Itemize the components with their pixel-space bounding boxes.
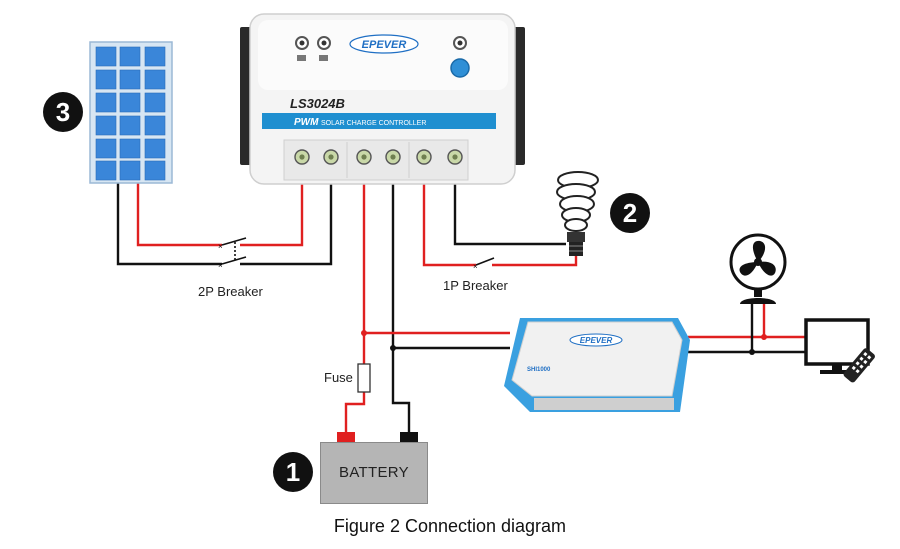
inverter-brand: EPEVER [580,336,613,345]
svg-text:×: × [473,262,478,271]
fuse-label: Fuse [324,370,353,385]
fuse-to-battery-wire [344,392,366,432]
bulb-icon [556,171,599,256]
marker-3: 3 [43,92,83,132]
figure-caption: Figure 2 Connection diagram [333,516,567,536]
inverter: EPEVER SHI1000 [504,318,690,412]
controller-band-prefix: PWM [294,117,319,128]
remote-icon [843,348,875,383]
battery: BATTERY [320,442,428,504]
terminal-screws [294,142,463,178]
breaker-1p: × [473,257,495,271]
marker-2: 2 [610,193,650,233]
pv-positive-wire [136,182,222,247]
battery-positive-terminal [337,432,355,442]
charge-controller: EPEVER LS3024B PWM SOLAR CHARGE CONTROLL… [240,13,525,185]
battery-negative-terminal [400,432,418,442]
solar-panel-icon [89,41,173,184]
breaker-1p-label: 1P Breaker [443,278,508,293]
monitor-icon [804,318,870,374]
controller-model: LS3024B [290,96,345,111]
inverter-model: SHI1000 [527,367,551,373]
battery-negative-wire [391,183,411,432]
controller-button [450,58,470,78]
load-negative-wire [453,183,566,246]
breaker-2p: × × [218,237,247,270]
breaker-to-controller-negative [240,183,333,266]
junction-dots [361,330,767,355]
controller-brand: EPEVER [362,39,407,51]
controller-band [262,113,496,129]
battery-label: BATTERY [339,464,409,481]
fuse-icon [357,363,371,393]
breaker-to-controller-positive [240,183,304,247]
load-positive-wire [422,183,476,267]
marker-1: 1 [273,452,313,492]
pv-negative-wire [116,182,222,266]
svg-text:×: × [218,261,223,270]
svg-text:×: × [218,242,223,251]
breaker-2p-label: 2P Breaker [198,284,263,299]
load-positive-wire-2 [492,252,578,267]
wiring [116,182,806,432]
controller-band-text: SOLAR CHARGE CONTROLLER [321,120,426,127]
fan-icon [729,233,787,304]
